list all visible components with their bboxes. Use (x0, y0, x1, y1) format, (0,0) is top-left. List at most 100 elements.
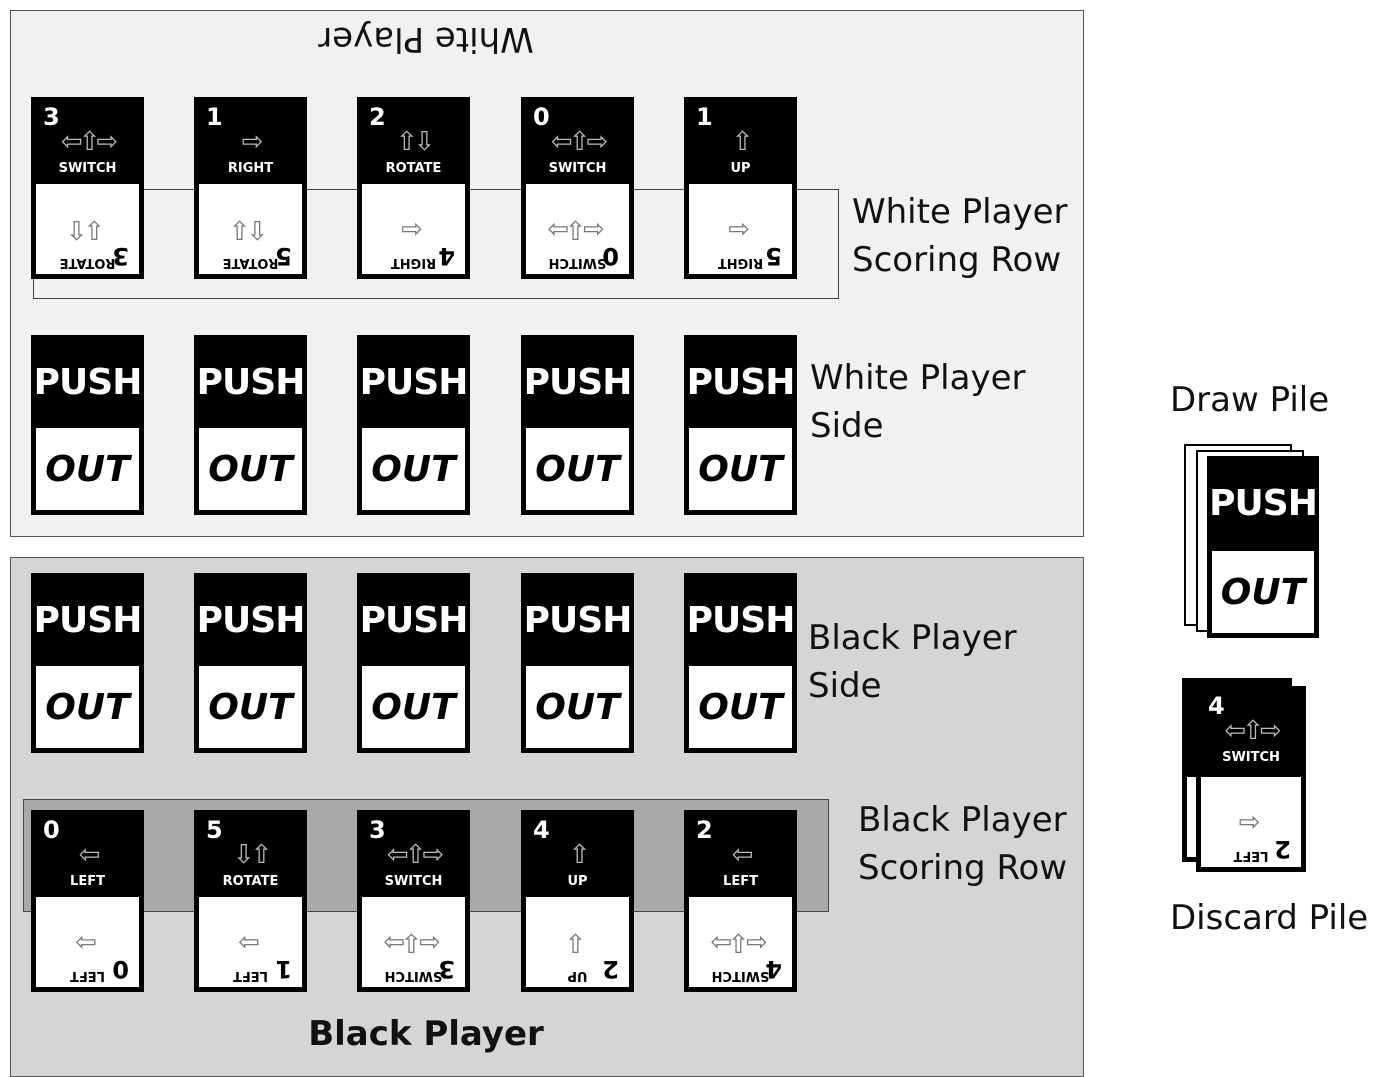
arrow-icons: ⇨ (78, 927, 97, 957)
black-scoring-row-label-line1: Black Player (858, 800, 1067, 840)
card-bottom-half: 2⇩UP (526, 897, 629, 987)
push-label: PUSH (1209, 458, 1317, 548)
card-inverted-half: 2⇦LEFT (1201, 777, 1301, 867)
black-scoring-row-label-line2: Scoring Row (858, 848, 1068, 888)
out-label: OUT (362, 428, 465, 510)
card-top-half: 4⇧UP (523, 812, 632, 897)
arrow-icons: ⇦ (731, 214, 750, 244)
card-value: 0 (533, 103, 550, 131)
arrow-icons: ⇧⇩ (232, 214, 269, 244)
card-inverted-half: 0⇦⇩⇨SWITCH (526, 184, 629, 274)
card-inverted-half: 0⇨LEFT (36, 897, 139, 987)
card-inverted-half: 3⇩⇧ROTATE (36, 184, 139, 274)
card-bottom-half: 4⇦⇩⇨SWITCH (689, 897, 792, 987)
card-top-half: 2⇧⇩ROTATE (359, 99, 468, 184)
push-label: PUSH (196, 337, 305, 427)
black-side-label-line1: Black Player (808, 618, 1017, 658)
push-label: PUSH (686, 575, 795, 665)
card-value: 3 (369, 816, 386, 844)
card-inverted-half: 4⇦⇩⇨SWITCH (689, 897, 792, 987)
card-top-half: 3⇦⇧⇨SWITCH (359, 812, 468, 897)
push-label: PUSH (686, 337, 795, 427)
card-bottom-half: 1⇨LEFT (199, 897, 302, 987)
card-bottom-half: 4⇦RIGHT (362, 184, 465, 274)
card-inverted-half: 5⇧⇩ROTATE (199, 184, 302, 274)
push-label: PUSH (33, 337, 142, 427)
card-inverted-half: 1⇨LEFT (199, 897, 302, 987)
card-move-name: RIGHT (390, 255, 437, 270)
card-value: 4 (533, 816, 550, 844)
card-inverted-half: 4⇦RIGHT (362, 184, 465, 274)
out-label: OUT (526, 666, 629, 748)
card-inverted-half: 2⇩UP (526, 897, 629, 987)
arrow-icons: ⇩⇧ (232, 840, 273, 870)
card-bottom-half: 0⇨LEFT (36, 897, 139, 987)
card-top-half: 3⇦⇧⇨SWITCH (33, 99, 142, 184)
card-move-name: SWITCH (548, 255, 607, 270)
card-move-name: LEFT (70, 968, 105, 983)
card-move-name: UP (730, 161, 751, 176)
black-scoring-row-label: Black Player Scoring Row (858, 796, 1067, 892)
card-bottom-half: 3⇩⇧ROTATE (36, 184, 139, 274)
card-top-half: 0⇦LEFT (33, 812, 142, 897)
white-scoring-row-label-line2: Scoring Row (852, 240, 1062, 280)
arrow-icons: ⇦ (404, 214, 423, 244)
black-player-title: Black Player (308, 1014, 544, 1054)
arrow-icons: ⇧ (568, 840, 591, 870)
push-label: PUSH (523, 337, 632, 427)
arrow-icons: ⇦⇩⇨ (386, 927, 441, 957)
card-move-name: ROTATE (222, 255, 279, 270)
arrow-icons: ⇩ (568, 927, 587, 957)
out-label: OUT (689, 666, 792, 748)
card-move-name: SWITCH (711, 968, 770, 983)
arrow-icons: ⇨ (241, 127, 264, 157)
card-inverted-half: 5⇦RIGHT (689, 184, 792, 274)
card-top-half: 2⇦LEFT (686, 812, 795, 897)
arrow-icons: ⇦ (1242, 807, 1260, 837)
draw-pile-top-card[interactable]: PUSH OUT (1207, 456, 1319, 638)
arrow-icons: ⇩⇧ (69, 214, 106, 244)
card-move-name: RIGHT (227, 161, 274, 176)
card-top-half: 1⇨RIGHT (196, 99, 305, 184)
card-bottom-half: 5⇦RIGHT (689, 184, 792, 274)
card-value: 0 (43, 816, 60, 844)
out-label: OUT (199, 428, 302, 510)
card-move-name: ROTATE (385, 161, 442, 176)
push-label: PUSH (196, 575, 305, 665)
card-move-name: ROTATE (222, 874, 279, 889)
black-side-label: Black Player Side (808, 614, 1017, 710)
card-move-name: LEFT (70, 874, 105, 889)
push-label: PUSH (359, 575, 468, 665)
card-move-name: SWITCH (548, 161, 607, 176)
arrow-icons: ⇦ (731, 840, 754, 870)
card-top-half: 4⇦⇧⇨SWITCH (1198, 688, 1304, 773)
card-bottom-half: 2⇦LEFT (1201, 777, 1301, 867)
white-scoring-row-label: White Player Scoring Row (852, 188, 1067, 284)
white-player-title: White Player (318, 19, 534, 59)
out-label: OUT (36, 428, 139, 510)
card-move-name: ROTATE (59, 255, 116, 270)
card-bottom-half: 0⇦⇩⇨SWITCH (526, 184, 629, 274)
out-label: OUT (36, 666, 139, 748)
